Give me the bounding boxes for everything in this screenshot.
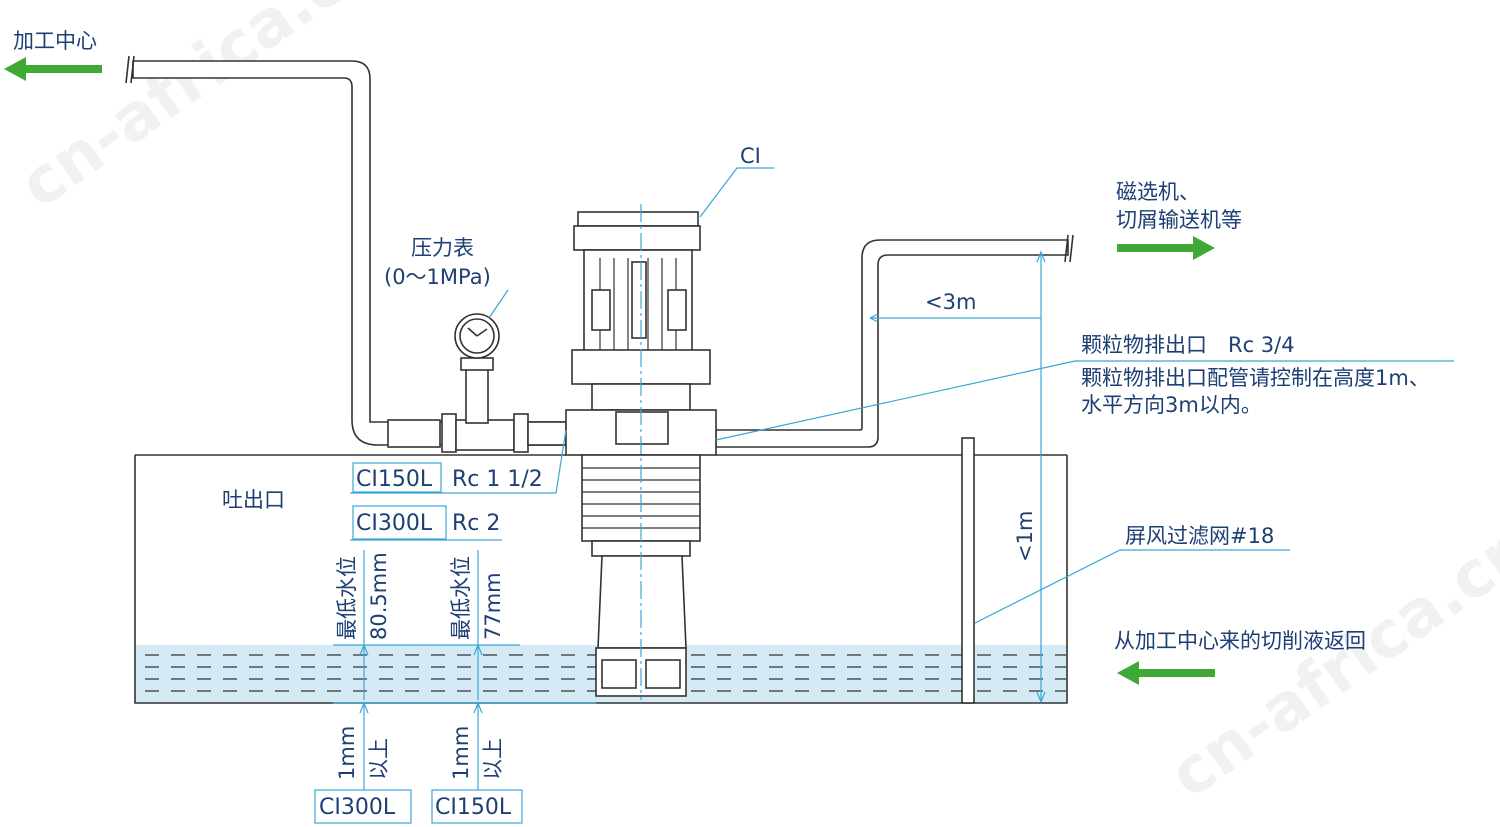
label-ci150l-bottom: CI150L xyxy=(435,795,512,820)
label-rc-2: Rc 2 xyxy=(452,511,500,536)
label-discharge-port: 吐出口 xyxy=(222,488,285,512)
label-rc-1-half: Rc 1 1/2 xyxy=(452,467,543,492)
screen-filter-plate xyxy=(961,437,975,704)
label-particle-outlet: 颗粒物排出口 Rc 3/4 xyxy=(1081,333,1295,357)
arrow-return-coolant xyxy=(1117,661,1215,685)
label-magnetic-separator-2: 切屑输送机等 xyxy=(1116,208,1242,232)
label-less-1m: <1m xyxy=(1013,511,1037,562)
tank-wall xyxy=(134,455,1068,704)
label-pressure-gauge-2: (0～1MPa) xyxy=(384,265,491,289)
label-less-3m: <3m xyxy=(925,290,976,314)
watermark-bottom-right: cn-africa.cn xyxy=(1157,510,1500,814)
label-screen-filter: 屏风过滤网#18 xyxy=(1125,524,1274,548)
arrow-to-magnetic-separator xyxy=(1117,236,1215,260)
label-min-water-level-b: 最低水位 xyxy=(449,556,473,640)
particle-outlet-pipe xyxy=(715,234,1074,448)
label-ci150l-top: CI150L xyxy=(356,467,433,492)
label-ci: CI xyxy=(740,144,761,168)
label-particle-note-2: 水平方向3m以内。 xyxy=(1081,393,1262,417)
label-machining-center: 加工中心 xyxy=(13,29,97,53)
label-pressure-gauge-1: 压力表 xyxy=(411,236,474,260)
label-77mm: 77mm xyxy=(481,572,505,640)
label-1mm-a: 1mm xyxy=(335,726,359,780)
ci150l-box-top xyxy=(352,462,442,493)
label-ci300l-bottom: CI300L xyxy=(319,795,396,820)
label-above-b: 以上 xyxy=(481,738,505,780)
label-min-water-level-a: 最低水位 xyxy=(335,556,359,640)
dimension-lines xyxy=(333,167,1454,790)
ci150l-box-bottom xyxy=(431,789,523,824)
ci300l-box-bottom xyxy=(314,789,412,824)
label-1mm-b: 1mm xyxy=(449,726,473,780)
ci300l-box-top xyxy=(352,505,447,540)
label-ci300l-top: CI300L xyxy=(356,511,433,536)
label-particle-note-1: 颗粒物排出口配管请控制在高度1m、 xyxy=(1081,366,1430,390)
pressure-gauge xyxy=(454,313,500,424)
arrow-to-machining-center xyxy=(4,57,102,81)
label-80-5mm: 80.5mm xyxy=(367,552,391,640)
label-magnetic-separator-1: 磁选机、 xyxy=(1116,180,1200,204)
water-dashes xyxy=(145,654,1066,692)
label-return-coolant: 从加工中心来的切削液返回 xyxy=(1114,629,1366,653)
green-arrows xyxy=(4,57,1215,685)
label-above-a: 以上 xyxy=(367,738,391,780)
